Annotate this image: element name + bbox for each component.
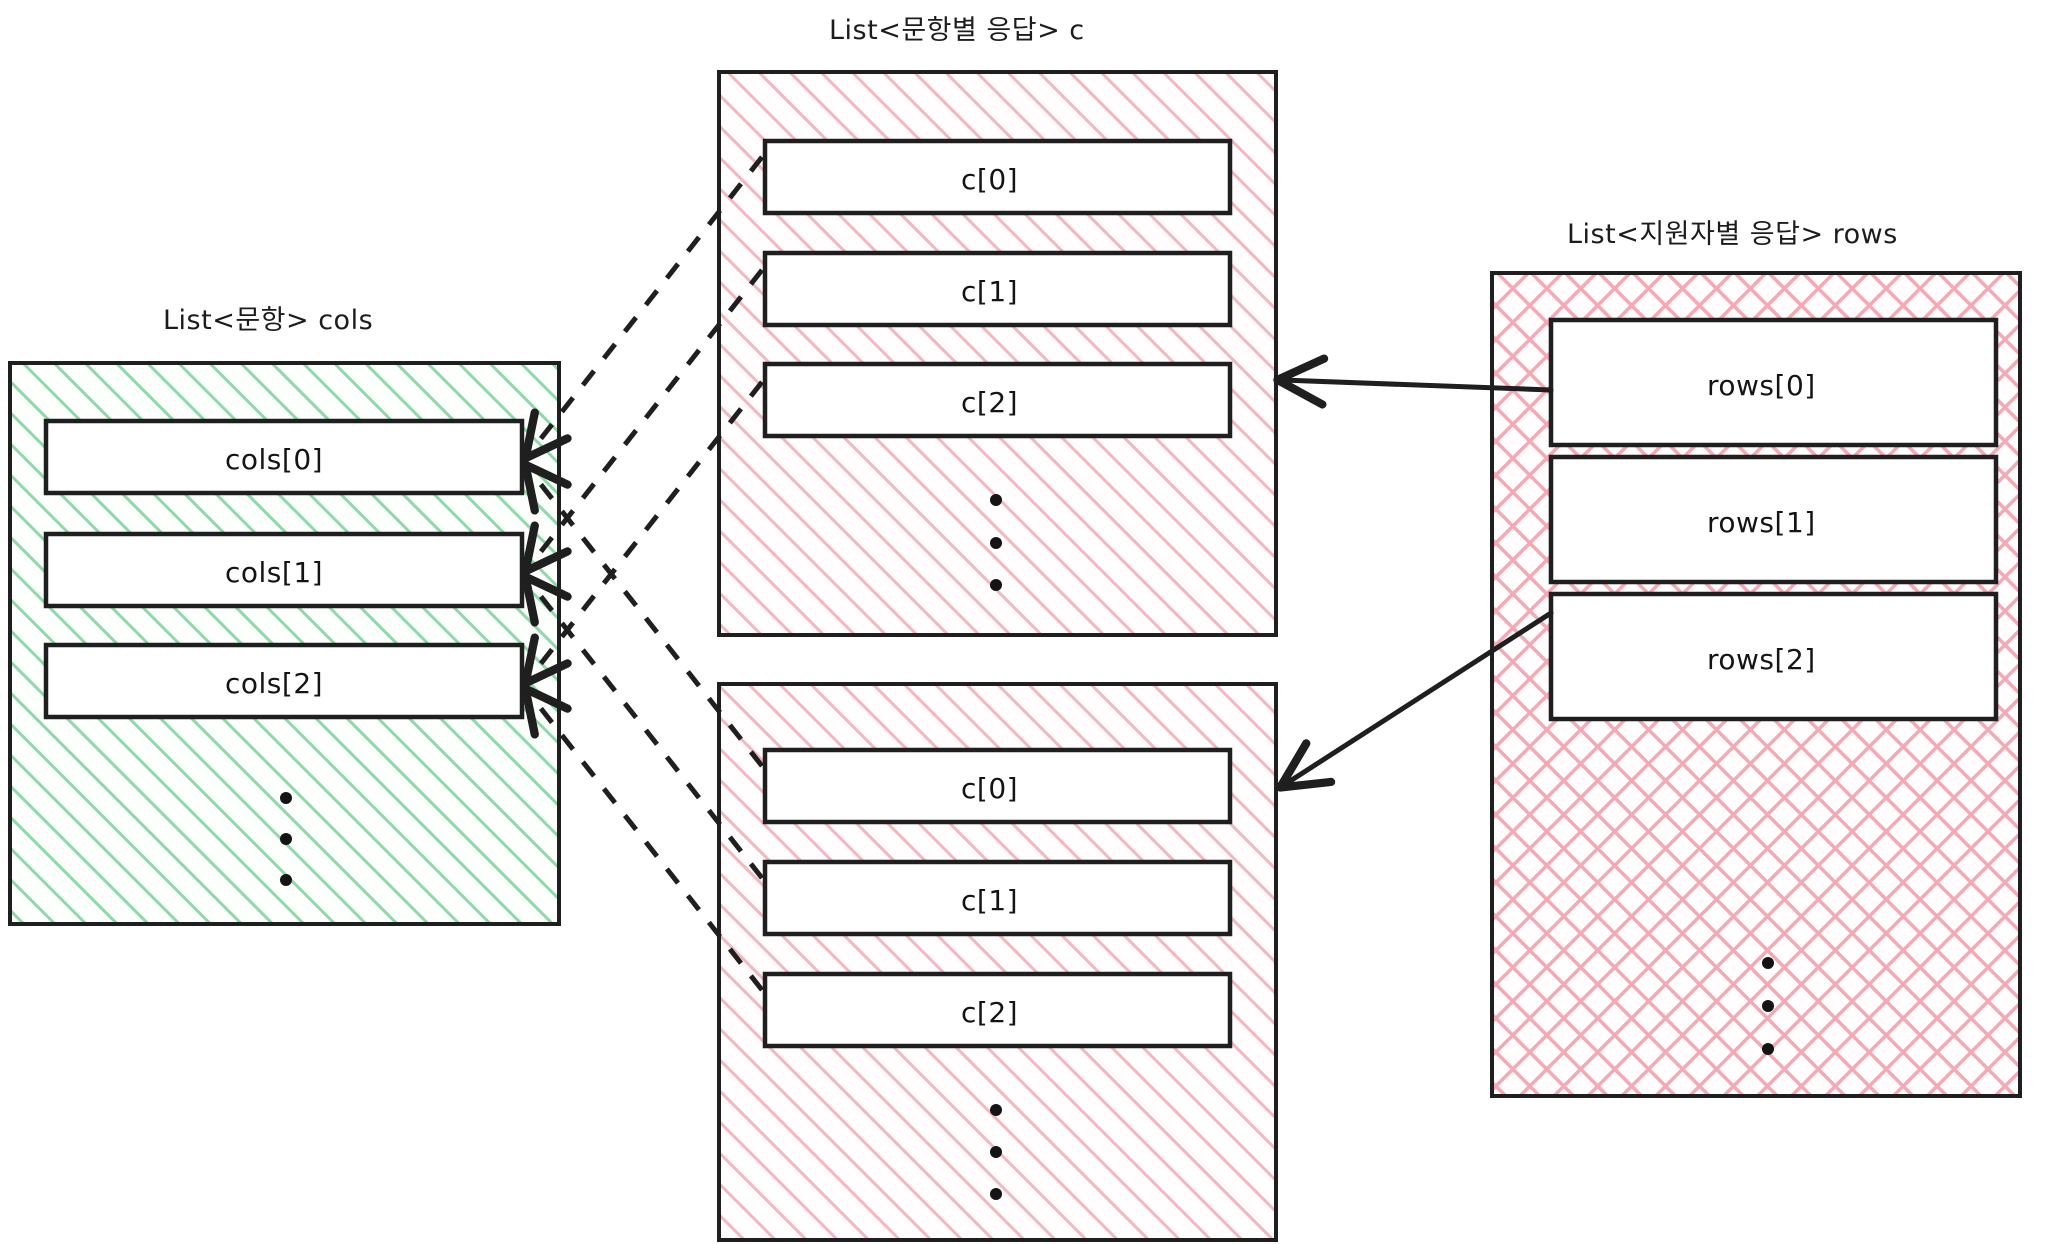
c-lower-item-label-1: c[1]	[961, 884, 1019, 917]
rows-item-box-2	[1548, 591, 1999, 722]
title-cols: List<문항> cols	[163, 305, 374, 336]
c-lower-item-box-0	[762, 747, 1233, 825]
cols-item-label-2: cols[2]	[225, 667, 324, 700]
dashed-cl0-to-cols0	[521, 460, 764, 768]
dashed-c0-to-cols0	[521, 155, 764, 463]
rows-item-label-2: rows[2]	[1707, 643, 1816, 676]
c-upper-item-label-0: c[0]	[961, 163, 1019, 196]
cols-item-label-0: cols[0]	[225, 443, 324, 476]
c-lower-item-label-0: c[0]	[961, 772, 1019, 805]
title-c-upper: List<문항별 응답> c	[829, 15, 1085, 46]
c-upper-item-box-0	[762, 138, 1233, 216]
c-lower-item-label-2: c[2]	[961, 996, 1019, 1029]
cols-ellipsis	[280, 792, 292, 886]
c-lower-ellipsis	[990, 1104, 1002, 1200]
c-upper-item-box-1	[762, 250, 1233, 328]
c-upper-item-label-1: c[1]	[961, 275, 1019, 308]
rows-item-label-1: rows[1]	[1707, 506, 1816, 539]
container-rows	[1490, 271, 2022, 1098]
c-upper-ellipsis	[990, 494, 1002, 591]
rows-ellipsis	[1762, 957, 1774, 1055]
arrow-rows0-to-c-upper	[1273, 354, 1554, 409]
solid-connectors	[1273, 354, 1554, 792]
arrow-rows1-to-c-lower	[1276, 610, 1554, 792]
cols-item-box-0	[43, 418, 525, 496]
rows-item-label-0: rows[0]	[1707, 369, 1816, 402]
rows-item-box-1	[1548, 454, 1999, 585]
c-upper-item-box-2	[762, 361, 1233, 439]
dashed-connectors-lower	[521, 460, 764, 992]
c-upper-item-label-2: c[2]	[961, 386, 1019, 419]
cols-item-box-1	[43, 531, 525, 609]
rows-item-box-0	[1548, 317, 1999, 448]
c-lower-item-box-2	[762, 971, 1233, 1049]
container-cols	[8, 361, 561, 926]
title-rows: List<지원자별 응답> rows	[1567, 219, 1898, 250]
container-c-upper	[717, 70, 1278, 637]
c-lower-item-box-1	[762, 859, 1233, 937]
container-c-lower	[717, 682, 1278, 1242]
dashed-cl2-to-cols2	[521, 684, 764, 992]
cols-item-label-1: cols[1]	[225, 556, 324, 589]
dashed-cl1-to-cols1	[521, 572, 764, 880]
